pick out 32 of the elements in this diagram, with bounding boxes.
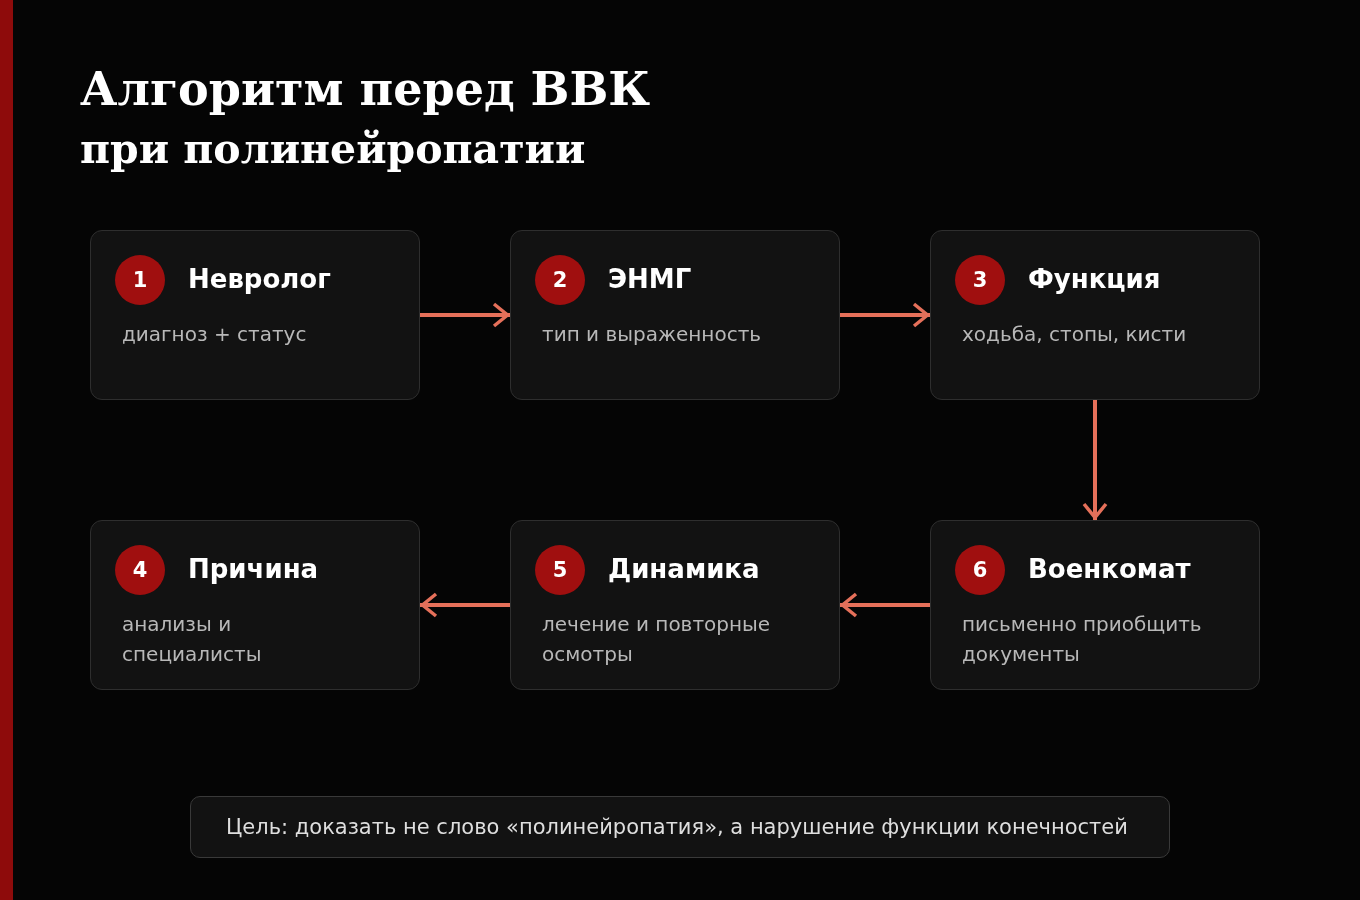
step-title: Функция bbox=[1028, 263, 1161, 296]
step-number-badge: 6 bbox=[955, 545, 1005, 595]
step-number-badge: 2 bbox=[535, 255, 585, 305]
arrow bbox=[1082, 400, 1108, 520]
step-description: анализы и специалисты bbox=[122, 611, 263, 668]
step-description: диагноз + статус bbox=[122, 321, 308, 348]
step-description: тип и выраженность bbox=[542, 321, 763, 348]
step-card bbox=[510, 230, 840, 400]
step-description: письменно приобщить документы bbox=[962, 611, 1203, 668]
step-card bbox=[90, 230, 420, 400]
step-description: ходьба, стопы, кисти bbox=[962, 321, 1188, 348]
arrow bbox=[840, 302, 930, 328]
arrow bbox=[840, 592, 930, 618]
title: Алгоритм перед ВВК bbox=[80, 61, 651, 118]
arrow bbox=[420, 592, 510, 618]
step-number-badge: 3 bbox=[955, 255, 1005, 305]
step-title: Динамика bbox=[608, 553, 760, 586]
step-number-badge: 4 bbox=[115, 545, 165, 595]
step-card bbox=[930, 520, 1260, 690]
step-card bbox=[930, 230, 1260, 400]
step-card bbox=[510, 520, 840, 690]
step-title: Причина bbox=[188, 553, 319, 586]
goal-note: Цель: доказать не слово «полинейропатия», а нарушение функции конечностей bbox=[190, 796, 1170, 858]
step-number-badge: 1 bbox=[115, 255, 165, 305]
step-description: лечение и повторные осмотры bbox=[542, 611, 772, 668]
step-title: Военкомат bbox=[1028, 553, 1191, 586]
subtitle: при полинейропатии bbox=[80, 125, 586, 173]
arrow bbox=[420, 302, 510, 328]
step-card bbox=[90, 520, 420, 690]
step-number-badge: 5 bbox=[535, 545, 585, 595]
step-title: ЭНМГ bbox=[608, 263, 692, 296]
step-title: Невролог bbox=[188, 263, 331, 296]
